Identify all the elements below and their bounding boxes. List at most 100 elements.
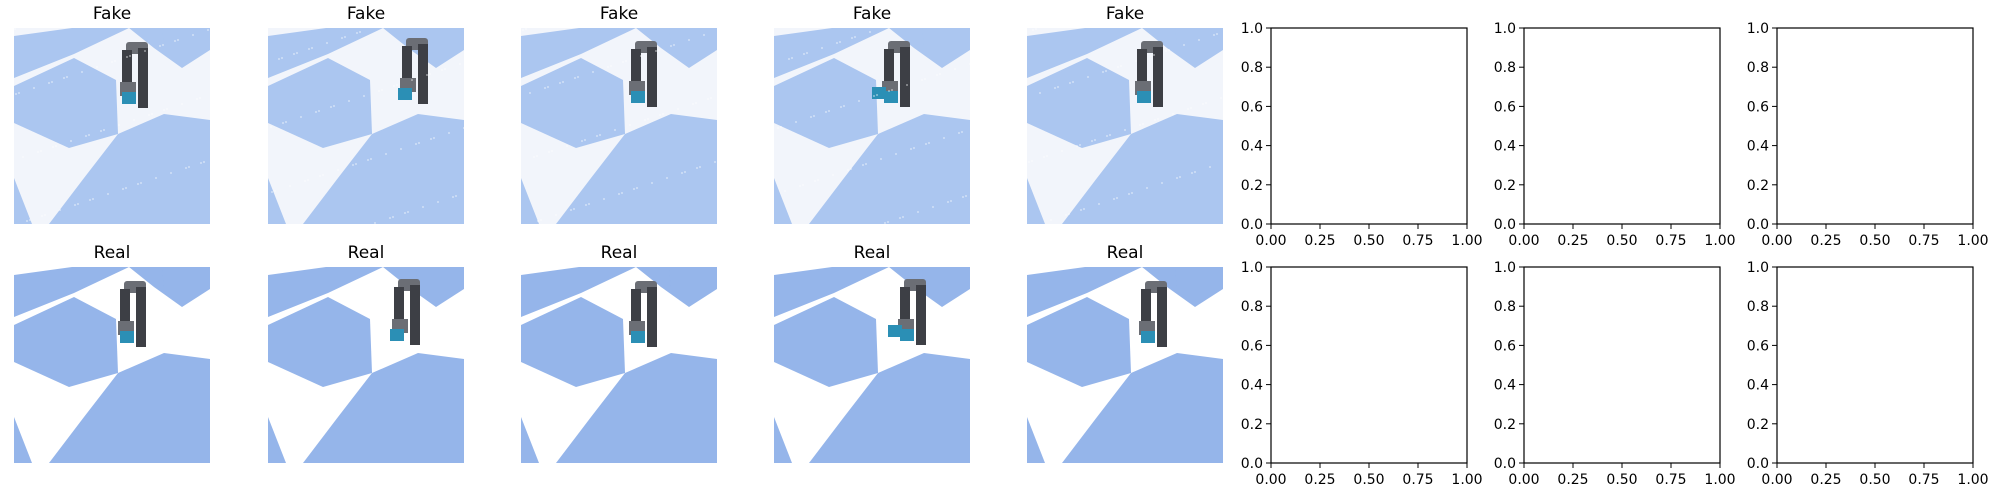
floor-tile <box>268 417 286 463</box>
y-tick-label: 0.2 <box>1747 178 1769 194</box>
floor-tile <box>809 114 970 224</box>
y-tick-label: 0.8 <box>1747 299 1769 315</box>
x-tick-label: 0.75 <box>1402 233 1433 249</box>
floor-tile <box>922 28 970 64</box>
x-tick-label: 1.00 <box>1957 472 1988 488</box>
panel-title: Real <box>854 243 891 263</box>
floor-tile <box>14 28 129 78</box>
x-tick-label: 0.25 <box>1810 472 1841 488</box>
floor-tile <box>521 58 625 148</box>
y-tick-label: 0.4 <box>1494 378 1516 394</box>
floor-tile <box>774 178 792 224</box>
robot-arm <box>390 279 420 345</box>
floor-tile <box>1027 267 1142 317</box>
y-tick-label: 1.0 <box>1241 21 1263 37</box>
y-tick-label: 0.8 <box>1494 60 1516 76</box>
y-tick-label: 1.0 <box>1747 21 1769 37</box>
fake-image-4 <box>774 28 970 224</box>
floor-tile <box>922 267 970 303</box>
panel-title: Real <box>94 243 131 263</box>
floor-tile <box>14 297 118 387</box>
x-tick-label: 0.75 <box>1402 472 1433 488</box>
y-tick-label: 0.6 <box>1241 338 1263 354</box>
x-tick-label: 0.50 <box>1606 472 1637 488</box>
x-tick-label: 0.50 <box>1859 472 1890 488</box>
floor-tile <box>1175 28 1223 64</box>
panel-title: Fake <box>1106 4 1144 24</box>
floor-tile <box>556 353 717 463</box>
axes-frame <box>1523 27 1721 225</box>
floor-tile <box>669 28 717 64</box>
robot-arm <box>888 279 926 345</box>
floor-tile <box>809 353 970 463</box>
x-tick-label: 0.50 <box>1859 233 1890 249</box>
robot-arm <box>1139 281 1167 347</box>
x-tick-label: 0.75 <box>1655 472 1686 488</box>
floor-tile <box>14 178 32 224</box>
floor-tile <box>1027 297 1131 387</box>
floor-tile <box>1027 178 1045 224</box>
panel-title: Fake <box>347 4 385 24</box>
fake-image-2 <box>268 28 464 224</box>
x-tick-label: 0.25 <box>1557 233 1588 249</box>
robot-arm <box>629 41 657 107</box>
floor-tile <box>14 58 118 148</box>
x-tick-label: 0.25 <box>1304 472 1335 488</box>
y-tick-label: 0.6 <box>1747 338 1769 354</box>
y-tick-label: 1.0 <box>1747 260 1769 276</box>
y-tick-label: 0.4 <box>1241 139 1263 155</box>
floor-tile <box>49 114 210 224</box>
x-tick-label: 0.75 <box>1908 472 1939 488</box>
floor-tile <box>268 28 383 78</box>
x-tick-label: 1.00 <box>1704 472 1735 488</box>
x-tick-label: 1.00 <box>1451 233 1482 249</box>
floor-tile <box>774 297 878 387</box>
x-tick-label: 0.00 <box>1255 472 1286 488</box>
x-tick-label: 0.00 <box>1761 233 1792 249</box>
x-tick-label: 0.50 <box>1353 233 1384 249</box>
x-tick-label: 1.00 <box>1704 233 1735 249</box>
y-tick-label: 0.2 <box>1241 417 1263 433</box>
floor-tile <box>416 267 464 303</box>
real-image-3 <box>521 267 717 463</box>
axes-frame <box>1776 27 1974 225</box>
floor-tile <box>1027 28 1142 78</box>
x-tick-label: 0.25 <box>1304 233 1335 249</box>
x-tick-label: 0.75 <box>1655 233 1686 249</box>
floor-tile <box>162 28 210 64</box>
floor-tile <box>268 267 383 317</box>
fake-image-1 <box>14 28 210 224</box>
floor-tile <box>1062 114 1223 224</box>
floor-tile <box>1175 267 1223 303</box>
floor-tile <box>303 114 464 224</box>
floor-tile <box>774 267 889 317</box>
x-tick-label: 0.00 <box>1508 233 1539 249</box>
y-tick-label: 0.0 <box>1241 217 1263 233</box>
floor-tile <box>14 417 32 463</box>
x-tick-label: 0.50 <box>1606 233 1637 249</box>
floor-tile <box>521 178 539 224</box>
y-tick-label: 0.2 <box>1494 178 1516 194</box>
robot-arm <box>1135 41 1163 107</box>
panel-title: Real <box>348 243 385 263</box>
robot-arm <box>118 281 146 347</box>
y-tick-label: 0.4 <box>1747 378 1769 394</box>
floor-tile <box>774 58 878 148</box>
y-tick-label: 0.8 <box>1241 60 1263 76</box>
fake-image-5 <box>1027 28 1223 224</box>
y-tick-label: 1.0 <box>1494 21 1516 37</box>
robot-arm <box>398 38 428 104</box>
floor-tile <box>162 267 210 303</box>
panel-title: Fake <box>93 4 131 24</box>
y-tick-label: 0.4 <box>1241 378 1263 394</box>
y-tick-label: 0.0 <box>1494 217 1516 233</box>
y-tick-label: 0.4 <box>1747 139 1769 155</box>
panel-title: Fake <box>853 4 891 24</box>
y-tick-label: 0.8 <box>1494 299 1516 315</box>
y-tick-label: 0.0 <box>1241 456 1263 472</box>
x-tick-label: 1.00 <box>1957 233 1988 249</box>
x-tick-label: 0.25 <box>1557 472 1588 488</box>
